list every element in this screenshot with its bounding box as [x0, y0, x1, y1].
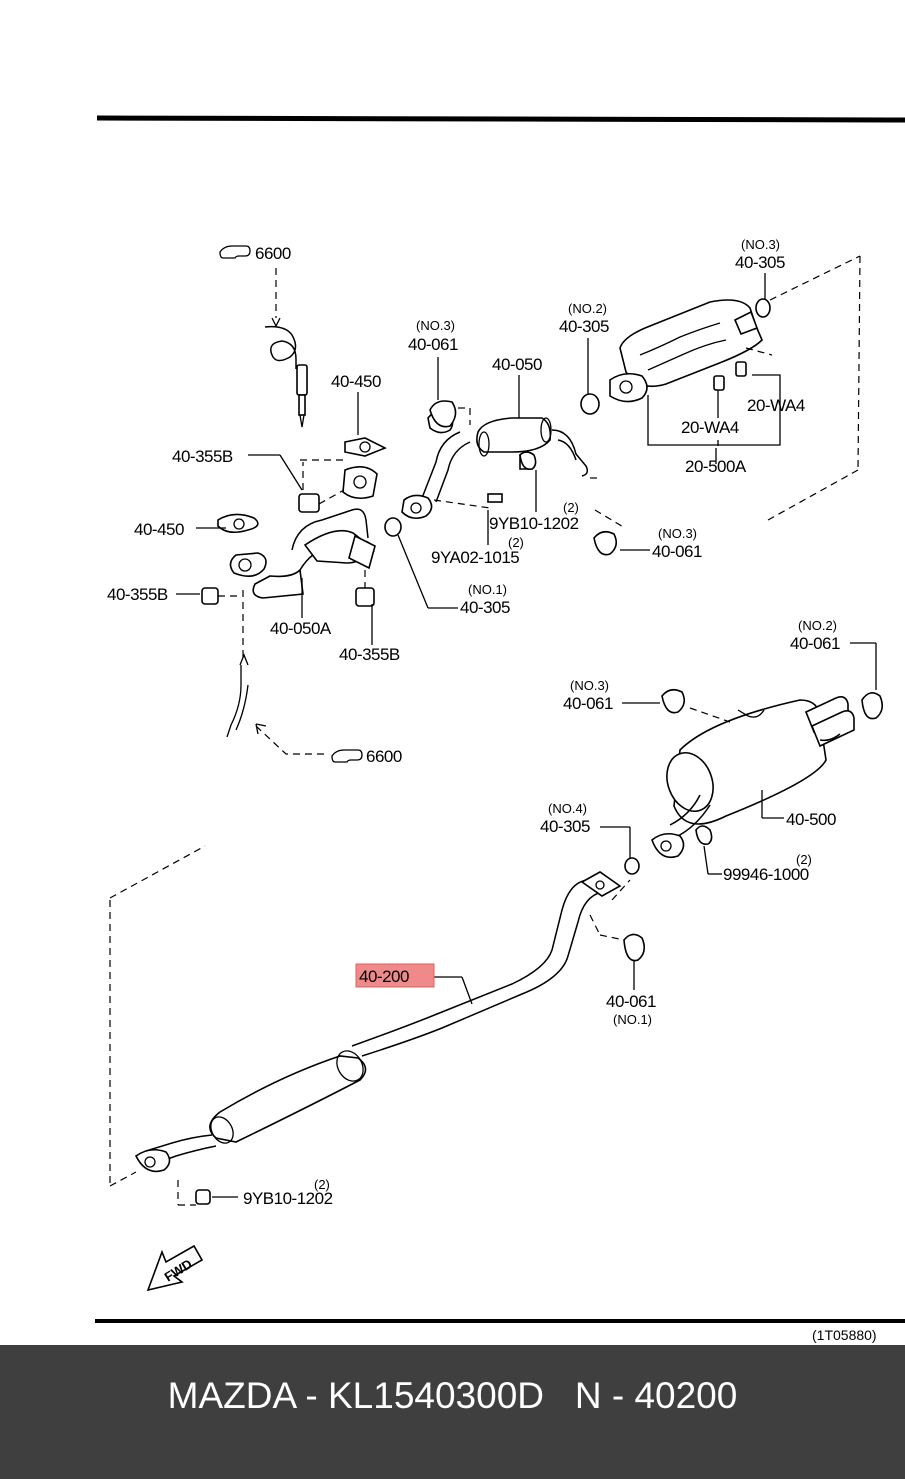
- label-no2-b: (NO.2): [798, 618, 837, 633]
- label-40-450-b: 40-450: [134, 520, 184, 539]
- upper-fasteners: [384, 298, 771, 556]
- exhaust-system-diagram: FWD 6600 6600 40-450 40-450 40-355B 40-3…: [95, 115, 905, 1343]
- label-40-305-no3: 40-305: [735, 253, 785, 272]
- front-pipe-40-050A: [201, 437, 387, 738]
- main-silencer-40-500: [622, 642, 884, 875]
- label-40-050: 40-050: [492, 355, 542, 374]
- catalytic-converter-20-500A: [609, 255, 861, 521]
- label-no3-d: (NO.3): [570, 678, 609, 693]
- label-no4: (NO.4): [548, 801, 587, 816]
- label-20-500A: 20-500A: [685, 457, 747, 476]
- oxygen-sensor-top: [219, 245, 308, 428]
- label-40-061-no3-c: 40-061: [563, 694, 613, 713]
- label-20-WA4-a: 20-WA4: [747, 396, 805, 415]
- footer-bar: MAZDA - KL1540300D N - 40200: [0, 1345, 905, 1479]
- fwd-arrow-icon: FWD: [146, 1244, 204, 1292]
- label-no3-c: (NO.3): [658, 526, 697, 541]
- label-qty-9yb10-a: (2): [563, 500, 579, 515]
- oxygen-sensor-bottom: [255, 723, 363, 763]
- label-40-355B-a: 40-355B: [172, 447, 233, 466]
- label-40-305-no1: 40-305: [460, 598, 510, 617]
- part-labels: 6600 6600 40-450 40-450 40-355B 40-355B …: [107, 237, 877, 1343]
- pointing-hand-icon: [331, 749, 363, 763]
- highlight-box: [355, 963, 435, 988]
- diagram-code: (1T05880): [812, 1327, 877, 1343]
- label-40-061-no3-b: 40-061: [652, 542, 702, 561]
- label-40-061-no2: 40-061: [790, 634, 840, 653]
- upper-leader-lines: [176, 273, 766, 645]
- label-20-WA4-b: 20-WA4: [681, 418, 739, 437]
- pipe-40-050: [401, 407, 626, 529]
- label-40-355B-b: 40-355B: [107, 585, 168, 604]
- label-no3-b: (NO.3): [741, 237, 780, 252]
- label-40-305-no4: 40-305: [540, 817, 590, 836]
- label-qty-9yb10-b: (2): [314, 1177, 330, 1192]
- label-9YB10-1202-a: 9YB10-1202: [489, 514, 579, 533]
- label-99946-1000: 99946-1000: [723, 865, 809, 884]
- label-40-500: 40-500: [786, 810, 836, 829]
- label-qty-9ya02: (2): [508, 535, 524, 550]
- label-no2-a: (NO.2): [568, 301, 607, 316]
- label-40-355B-c: 40-355B: [339, 645, 400, 664]
- part-number-caption: MAZDA - KL1540300D N - 40200: [167, 1375, 738, 1416]
- label-no1-a: (NO.1): [468, 582, 507, 597]
- label-6600-bottom: 6600: [366, 747, 402, 766]
- label-9YB10-1202-b: 9YB10-1202: [243, 1189, 333, 1208]
- label-40-050A: 40-050A: [270, 619, 332, 638]
- label-qty-99946: (2): [796, 852, 812, 867]
- pointing-hand-icon: [219, 245, 251, 259]
- label-6600-top: 6600: [255, 244, 291, 263]
- label-no3-a: (NO.3): [416, 318, 455, 333]
- top-rule: [96, 115, 905, 123]
- label-40-305-no2: 40-305: [559, 317, 609, 336]
- label-40-450-a: 40-450: [331, 372, 381, 391]
- main-pipe-40-200: [109, 826, 646, 1206]
- label-40-061-no3-a: 40-061: [408, 335, 458, 354]
- label-9YA02-1015: 9YA02-1015: [431, 548, 519, 567]
- label-no1-b: (NO.1): [613, 1012, 652, 1027]
- label-40-200: 40-200: [359, 967, 409, 986]
- label-40-061-no1: 40-061: [606, 992, 656, 1011]
